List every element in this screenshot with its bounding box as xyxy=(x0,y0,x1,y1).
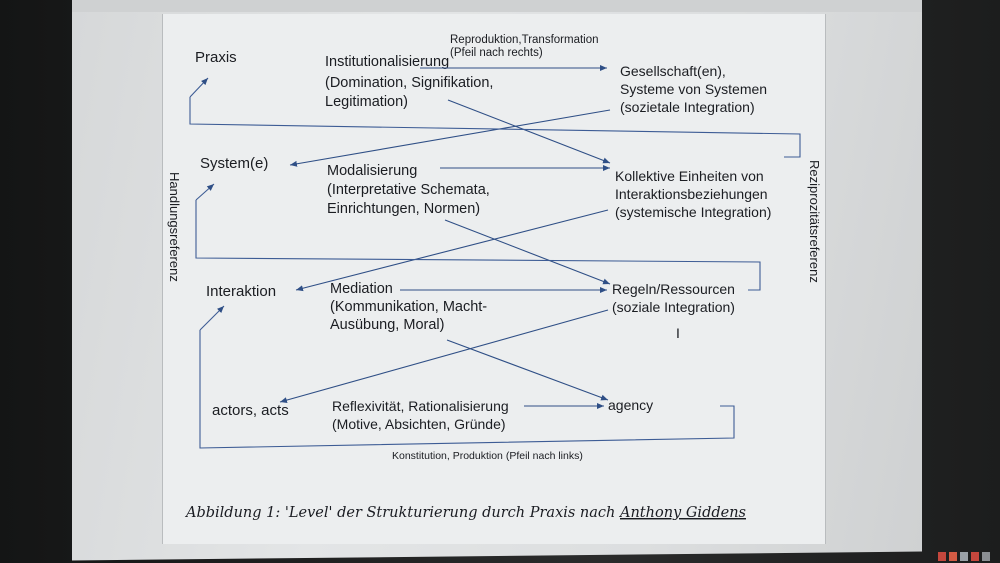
arrow-gesellschaft-to-systeme xyxy=(289,109,611,167)
institutionalisierung-line2: (Domination, Signifikation, xyxy=(325,75,493,91)
reproduction-annotation-line1: Reproduktion,Transformation xyxy=(450,34,599,46)
taskbar-icon[interactable] xyxy=(949,552,957,561)
frame-level3-loop xyxy=(199,330,735,449)
gesellschaft-line1: Gesellschaft(en), xyxy=(620,63,726,79)
arrow-modalisierung-to-regeln xyxy=(444,219,611,285)
kollektive-einheiten-line2: Interaktionsbeziehungen xyxy=(615,186,768,202)
arrow-regeln-to-actors xyxy=(279,309,609,403)
modalisierung-line2: (Interpretative Schemata, xyxy=(327,182,490,198)
modalisierung-line1: Modalisierung xyxy=(327,163,417,179)
gesellschaft-line3: (sozietale Integration) xyxy=(620,99,755,115)
frame-level2-loop xyxy=(195,200,761,291)
reflexivitaet-line1: Reflexivität, Rationalisierung xyxy=(332,398,509,414)
document-page xyxy=(162,14,826,544)
regeln-ressourcen-line1: Regeln/Ressourcen xyxy=(612,281,735,297)
taskbar-icon[interactable] xyxy=(982,552,990,561)
arrow-up-to-interaktion xyxy=(199,305,225,331)
arrow-mediation-to-agency xyxy=(446,339,609,401)
arrow-up-to-systeme xyxy=(195,183,215,201)
figure-caption: Abbildung 1: 'Level' der Strukturierung … xyxy=(184,505,746,521)
level-praxis-label: Praxis xyxy=(195,49,237,66)
agency-label: agency xyxy=(608,397,653,413)
mediation-line2: (Kommunikation, Macht- xyxy=(330,299,487,315)
arrow-up-to-praxis xyxy=(189,77,209,98)
level-systeme-label: System(e) xyxy=(200,155,268,172)
regeln-ressourcen-line2: (soziale Integration) xyxy=(612,299,735,315)
level-actors-label: actors, acts xyxy=(212,402,289,419)
arrow-kollektive-to-interaktion xyxy=(295,209,609,292)
text-cursor-icon: I xyxy=(676,325,680,341)
arrow-institutionalisierung-to-kollektive xyxy=(447,99,611,164)
constitution-annotation: Konstitution, Produktion (Pfeil nach lin… xyxy=(392,450,583,462)
mediation-line1: Mediation xyxy=(330,281,393,297)
kollektive-einheiten-line3: (systemische Integration) xyxy=(615,204,771,220)
handlungsreferenz-axis-label: Handlungsreferenz xyxy=(167,172,182,282)
taskbar-tray[interactable] xyxy=(938,552,1000,563)
modalisierung-line3: Einrichtungen, Normen) xyxy=(327,201,480,217)
editor-toolbar-strip xyxy=(72,0,922,12)
figure-caption-author: Anthony Giddens xyxy=(618,505,746,521)
level-interaktion-label: Interaktion xyxy=(206,283,276,300)
institutionalisierung-line1: Institutionalisierung xyxy=(325,54,449,70)
gesellschaft-line2: Systeme von Systemen xyxy=(620,81,767,97)
reproduction-annotation-line2: (Pfeil nach rechts) xyxy=(450,47,543,59)
reflexivitaet-line2: (Motive, Absichten, Gründe) xyxy=(332,416,506,432)
taskbar-icon[interactable] xyxy=(960,552,968,561)
taskbar-icon[interactable] xyxy=(938,552,946,561)
reziprozitaetsreferenz-axis-label: Reziprozitätsreferenz xyxy=(807,160,822,283)
figure-caption-prefix: Abbildung 1: 'Level' der Strukturierung … xyxy=(184,505,620,521)
kollektive-einheiten-line1: Kollektive Einheiten von xyxy=(615,168,764,184)
taskbar-icon[interactable] xyxy=(971,552,979,561)
mediation-line3: Ausübung, Moral) xyxy=(330,317,444,333)
frame-level1-loop xyxy=(189,97,801,158)
institutionalisierung-line3: Legitimation) xyxy=(325,94,408,110)
